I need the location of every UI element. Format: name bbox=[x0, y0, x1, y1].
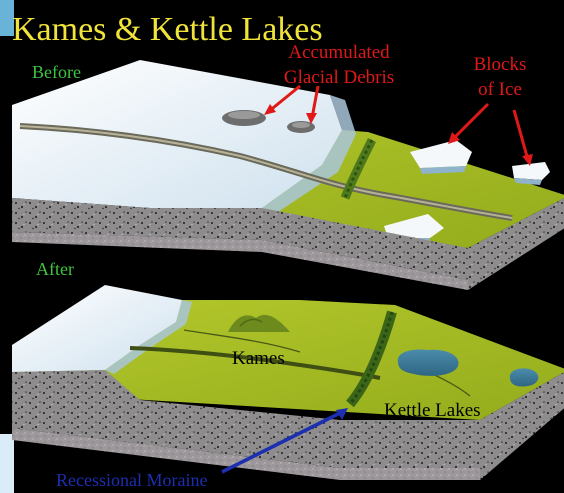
before-meltwater-channel-highlight bbox=[19, 125, 513, 219]
blocks-of-ice-label-line2: of Ice bbox=[478, 79, 522, 100]
after-ice-front bbox=[105, 300, 192, 374]
before-debris-pile-1-top bbox=[228, 111, 260, 119]
after-panel-label: After bbox=[36, 259, 74, 279]
kettle-lake-1 bbox=[397, 349, 459, 376]
before-ice-sheet bbox=[12, 60, 342, 208]
after-block-right-side bbox=[480, 372, 564, 480]
before-ice-block-1 bbox=[410, 140, 472, 168]
before-moraine-texture bbox=[343, 139, 374, 199]
blocks-of-ice-label-line1: Blocks bbox=[474, 54, 527, 75]
red-arrow-debris-2 bbox=[306, 85, 320, 124]
before-block-right-side bbox=[468, 198, 564, 290]
kames-label: Kames bbox=[232, 348, 285, 369]
red-arrow-debris-1 bbox=[264, 84, 301, 115]
kettle-lakes-label: Kettle Lakes bbox=[384, 400, 481, 421]
after-block bbox=[12, 285, 564, 480]
after-ice-remnant bbox=[12, 285, 182, 372]
after-outwash-channel bbox=[129, 346, 381, 380]
blue-arrow-moraine bbox=[221, 408, 348, 474]
after-kames-shading bbox=[239, 318, 263, 327]
after-moraine-texture bbox=[348, 311, 394, 405]
before-ice-block-2-side bbox=[514, 178, 542, 185]
before-ice-block-2 bbox=[512, 162, 550, 180]
red-arrow-ice-block-2 bbox=[512, 109, 533, 166]
diagram-title: Kames & Kettle Lakes bbox=[12, 11, 323, 48]
before-block bbox=[12, 60, 564, 290]
before-ice-front bbox=[262, 95, 356, 214]
after-block-front-bedrock bbox=[12, 428, 480, 480]
before-ice-block-1-side bbox=[420, 166, 466, 174]
accumulated-debris-label-line2: Glacial Debris bbox=[284, 67, 394, 88]
before-block-front-bedrock bbox=[12, 232, 468, 290]
recessional-moraine-label: Recessional Moraine bbox=[56, 470, 207, 490]
before-block-front-gravel bbox=[12, 198, 468, 280]
left-edge-strip-top bbox=[0, 0, 14, 36]
accumulated-debris-label-line1: Accumulated bbox=[288, 42, 390, 63]
kettle-lake-2 bbox=[509, 368, 539, 387]
before-ice-block-3 bbox=[384, 214, 444, 238]
before-debris-pile-2-top bbox=[292, 122, 310, 128]
after-stream-1 bbox=[183, 329, 301, 353]
after-kames-mounds bbox=[228, 314, 290, 332]
before-panel-label: Before bbox=[32, 62, 81, 82]
after-block-front-gravel bbox=[12, 370, 480, 468]
callout-arrows bbox=[221, 84, 533, 474]
red-arrow-ice-block-1 bbox=[448, 102, 490, 144]
left-edge-strip-bottom bbox=[0, 434, 14, 493]
